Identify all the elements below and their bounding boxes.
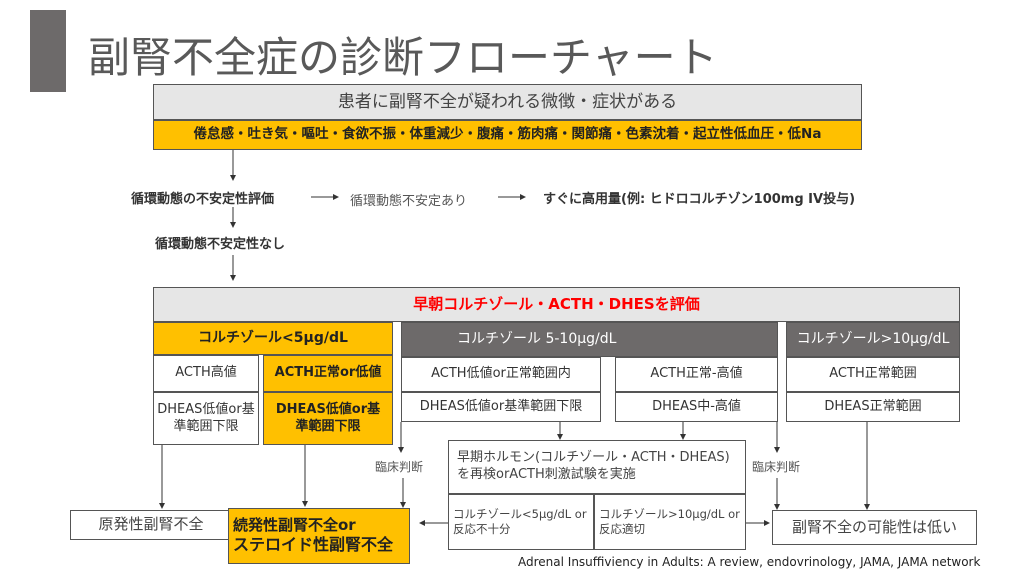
unlikely-box: 副腎不全の可能性は低い bbox=[772, 510, 977, 545]
result-low-box: コルチゾール<5μg/dL or 反応不十分 bbox=[448, 494, 594, 550]
hemo-unstable-label: 循環動態不安定あり bbox=[350, 194, 468, 209]
secondary-ai-line1: 続発性副腎不全or bbox=[233, 515, 356, 534]
high-dose-label: すぐに高用量(例: ヒドロコルチゾン100mg IV投与) bbox=[543, 192, 856, 207]
dheas-low-cell: DHEAS低値or基準範囲下限 bbox=[153, 392, 259, 445]
symptoms-box: 倦怠感・吐き気・嘔吐・食欲不振・体重減少・腹痛・筋肉痛・関節痛・色素沈着・起立性… bbox=[153, 120, 862, 150]
acth-normal-cell: ACTH正常範囲 bbox=[786, 357, 960, 392]
evaluate-box: 早朝コルチゾール・ACTH・DHESを評価 bbox=[153, 287, 960, 322]
acth-high-cell: ACTH高値 bbox=[153, 355, 259, 392]
clinical-judgement-left: 臨床判断 bbox=[375, 460, 424, 474]
primary-ai-box: 原発性副腎不全 bbox=[70, 510, 232, 540]
dheas-low-mid-cell: DHEAS低値or基準範囲下限 bbox=[401, 392, 601, 422]
cortisol-low-header: コルチゾール<5μg/dL bbox=[153, 322, 393, 355]
retest-box: 早期ホルモン(コルチゾール・ACTH・DHEAS)を再検orACTH刺激試験を実… bbox=[448, 440, 746, 494]
citation: Adrenal Insuffiviency in Adults: A revie… bbox=[518, 555, 981, 569]
dheas-mid-high-cell: DHEAS中-高値 bbox=[615, 392, 778, 422]
suspect-box: 患者に副腎不全が疑われる微徴・症状がある bbox=[153, 84, 862, 120]
acth-low-cell: ACTH低値or正常範囲内 bbox=[401, 357, 601, 392]
secondary-ai-box: 続発性副腎不全or ステロイド性副腎不全 bbox=[228, 508, 410, 564]
cortisol-high-header: コルチゾール>10μg/dL bbox=[786, 322, 960, 357]
acth-normal-high-cell: ACTH正常-高値 bbox=[615, 357, 778, 392]
page-title: 副腎不全症の診断フローチャート bbox=[88, 33, 718, 82]
result-ok-box: コルチゾール>10μg/dL or 反応適切 bbox=[594, 494, 746, 550]
dheas-normal-cell: DHEAS正常範囲 bbox=[786, 392, 960, 422]
hemo-stable-label: 循環動態不安定性なし bbox=[155, 237, 286, 252]
hemo-eval-label: 循環動態の不安定性評価 bbox=[131, 192, 275, 207]
title-accent-bar bbox=[30, 10, 66, 92]
acth-normal-low-cell: ACTH正常or低値 bbox=[263, 355, 393, 392]
dheas-low2-cell: DHEAS低値or基準範囲下限 bbox=[263, 392, 393, 445]
clinical-judgement-right: 臨床判断 bbox=[752, 460, 801, 474]
secondary-ai-line2: ステロイド性副腎不全 bbox=[233, 535, 394, 555]
cortisol-mid-header: コルチゾール 5-10μg/dL bbox=[401, 322, 778, 357]
